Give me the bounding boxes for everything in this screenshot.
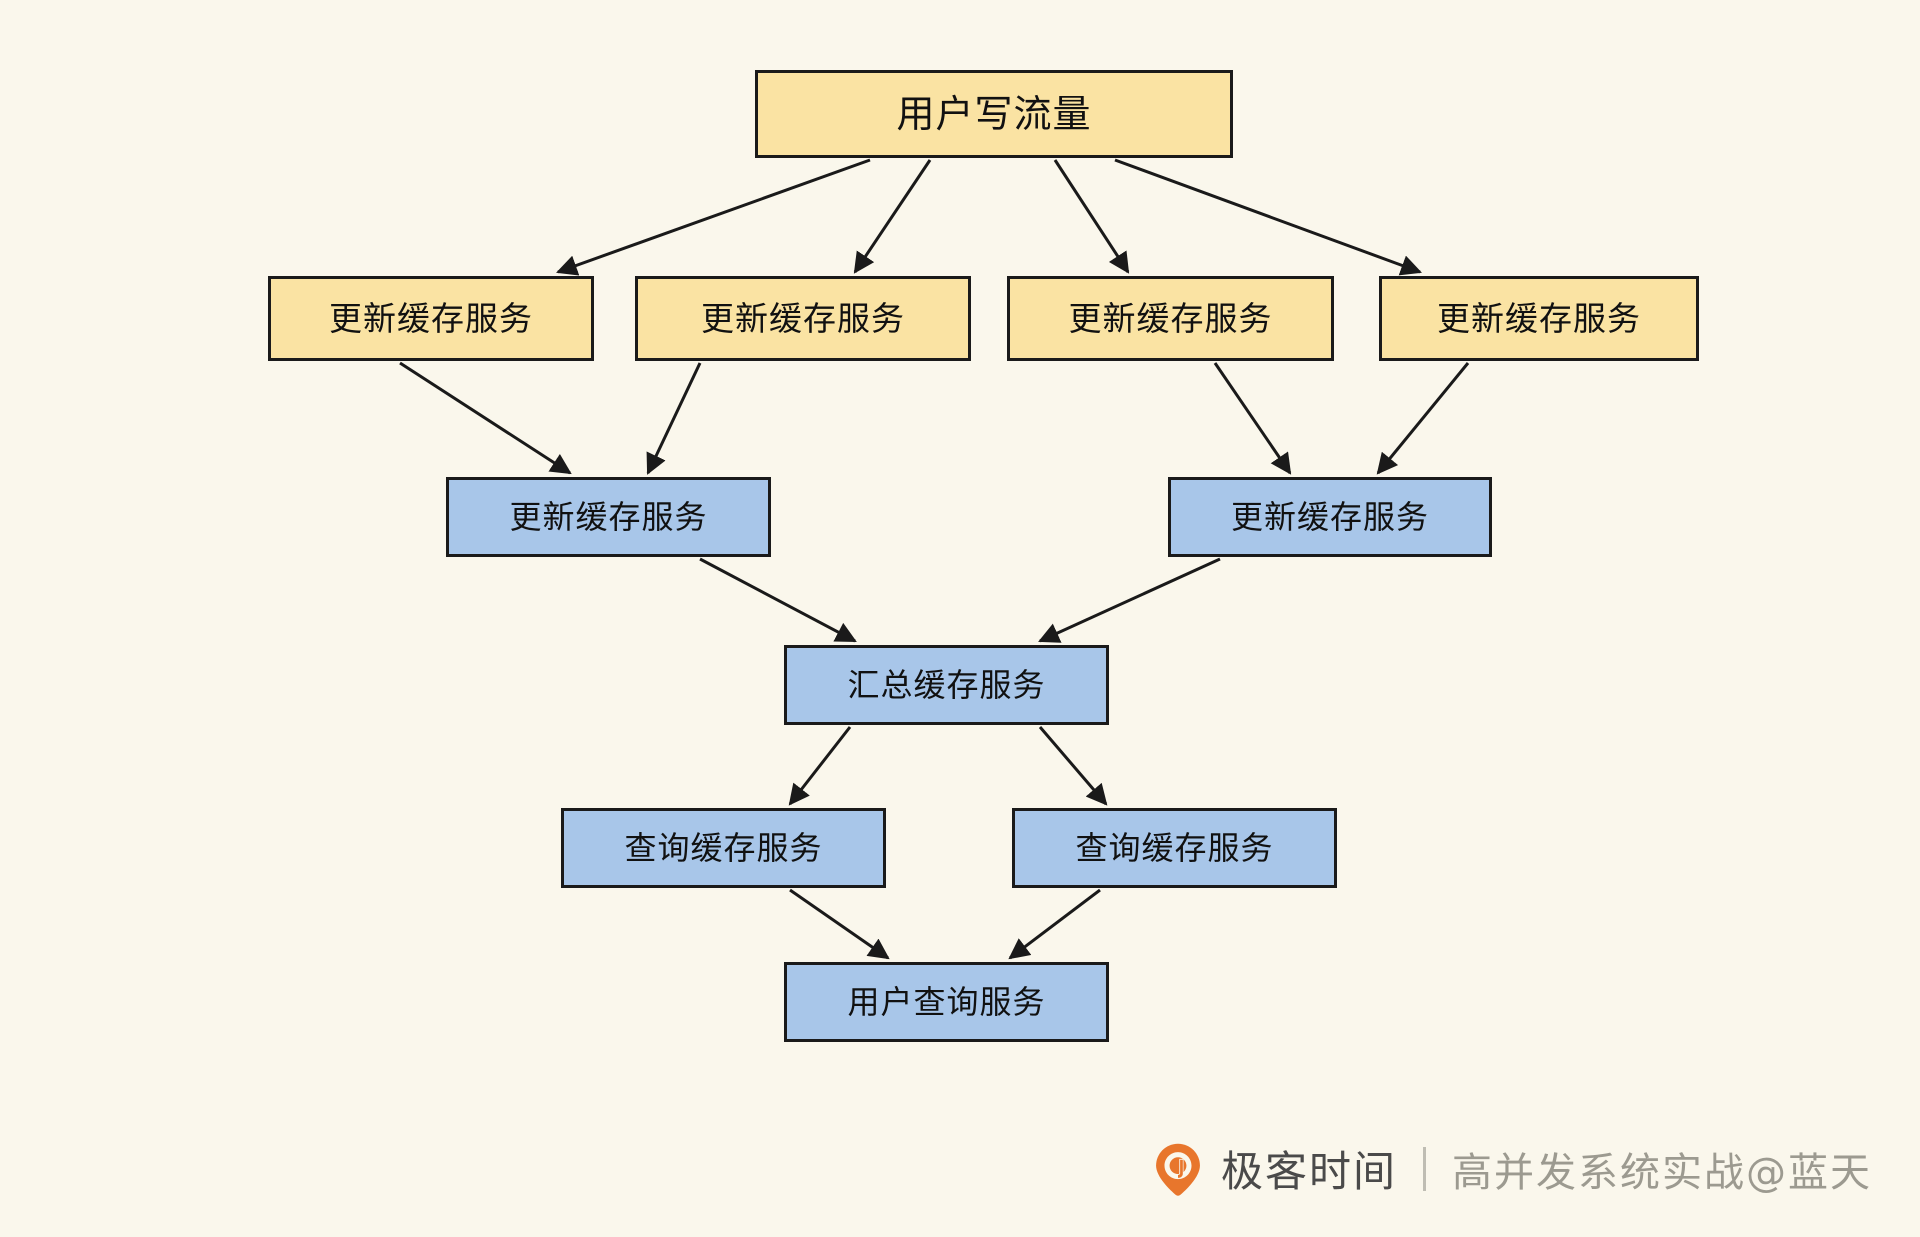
node-label: 汇总缓存服务 [847,666,1046,704]
node-n4[interactable]: 更新缓存服务 [1007,276,1334,361]
node-label: 更新缓存服务 [329,299,533,338]
edge-n8-to-n10 [1038,726,1108,806]
node-n1[interactable]: 用户写流量 [755,70,1233,158]
node-label: 更新缓存服务 [1437,299,1641,338]
node-n5[interactable]: 更新缓存服务 [1379,276,1699,361]
node-n8[interactable]: 汇总缓存服务 [784,645,1109,725]
edge-n9-to-n11 [789,888,890,960]
node-label: 用户查询服务 [847,983,1046,1021]
node-label: 更新缓存服务 [509,498,708,536]
edge-n6-to-n8 [699,557,857,643]
brand-name: 极客时间 [1220,1147,1397,1196]
node-n10[interactable]: 查询缓存服务 [1012,808,1337,888]
node-label: 更新缓存服务 [1068,299,1273,338]
node-n11[interactable]: 用户查询服务 [784,962,1109,1042]
edge-n3-to-n6 [646,362,702,475]
node-n7[interactable]: 更新缓存服务 [1168,477,1492,557]
edge-n1-to-n5 [1114,158,1422,276]
edge-n1-to-n3 [853,159,932,274]
course-name: 高并发系统实战@蓝天 [1452,1149,1872,1196]
node-label: 更新缓存服务 [1230,498,1429,536]
edge-n4-to-n7 [1213,362,1292,475]
edge-n10-to-n11 [1008,888,1101,960]
node-label: 查询缓存服务 [624,829,823,867]
edge-n1-to-n2 [556,158,871,276]
edge-n5-to-n7 [1376,362,1470,475]
node-label: 用户写流量 [896,92,1092,136]
node-n6[interactable]: 更新缓存服务 [446,477,771,557]
node-label: 查询缓存服务 [1075,829,1274,867]
node-label: 更新缓存服务 [701,299,905,338]
watermark: 极客时间 高并发系统实战@蓝天 [1151,1138,1872,1199]
edge-n7-to-n8 [1038,557,1221,643]
edge-n1-to-n4 [1053,159,1130,274]
node-n2[interactable]: 更新缓存服务 [268,276,594,361]
node-n3[interactable]: 更新缓存服务 [635,276,971,361]
node-n9[interactable]: 查询缓存服务 [561,808,886,888]
watermark-divider [1423,1146,1426,1191]
edge-n2-to-n6 [399,361,572,475]
edge-n8-to-n9 [788,726,852,806]
geekbang-logo-icon [1156,1143,1200,1196]
